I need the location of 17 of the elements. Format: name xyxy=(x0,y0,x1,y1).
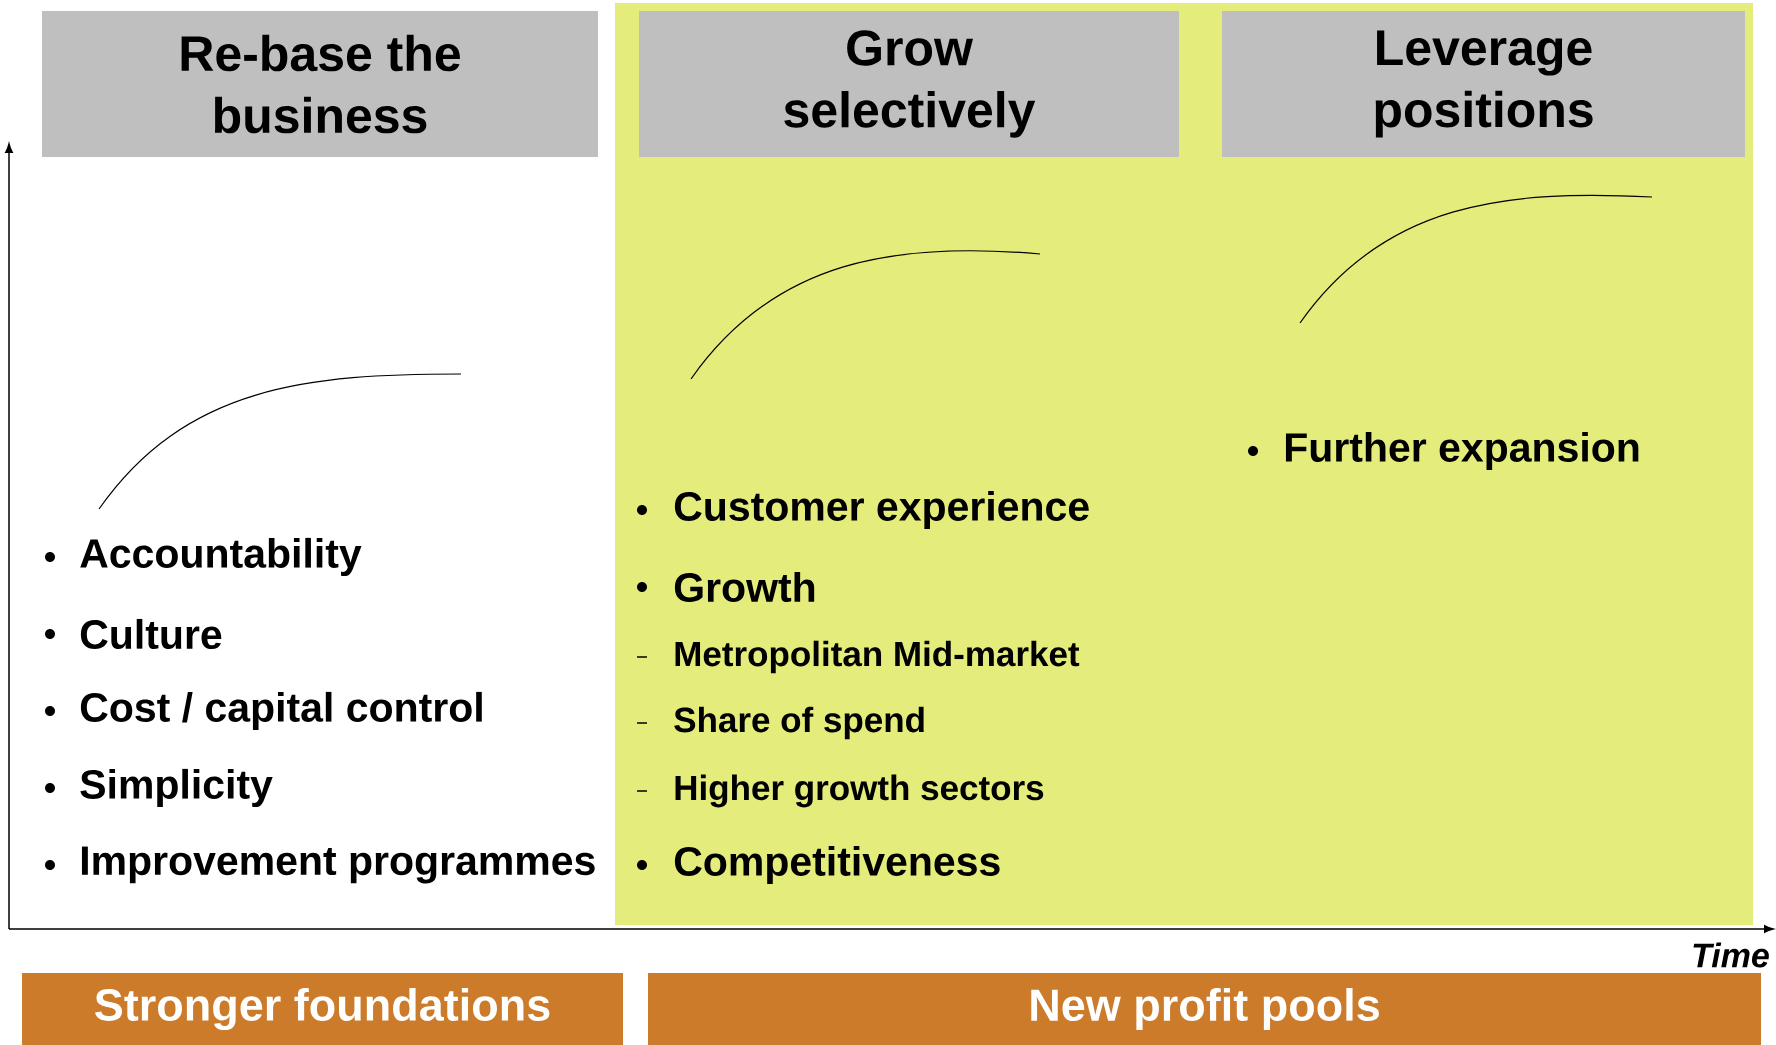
list-item: Further expansion xyxy=(1285,431,1639,471)
list-item: Share of spend xyxy=(674,706,924,740)
heading-box: Leverage positions xyxy=(1222,11,1745,157)
list-item: Cost / capital control xyxy=(80,691,482,731)
list-item: Improvement programmes xyxy=(81,846,595,884)
list-item: Growth xyxy=(674,571,815,603)
phase-bar: New profit pools xyxy=(648,973,1761,1045)
list-item: Customer experience xyxy=(674,490,1089,530)
heading-box: Re-base the business xyxy=(42,11,598,157)
list-item: Simplicity xyxy=(80,768,273,808)
list-item: Higher growth sectors xyxy=(675,774,1044,808)
list-item: Competitiveness xyxy=(674,845,1000,885)
list-item: Culture xyxy=(80,618,222,650)
list-item: Metropolitan Mid-market xyxy=(675,640,1080,674)
phase-bar: Stronger foundations xyxy=(22,973,623,1045)
list-item: Accountability xyxy=(80,537,362,577)
heading-box: Grow selectively xyxy=(639,11,1179,157)
